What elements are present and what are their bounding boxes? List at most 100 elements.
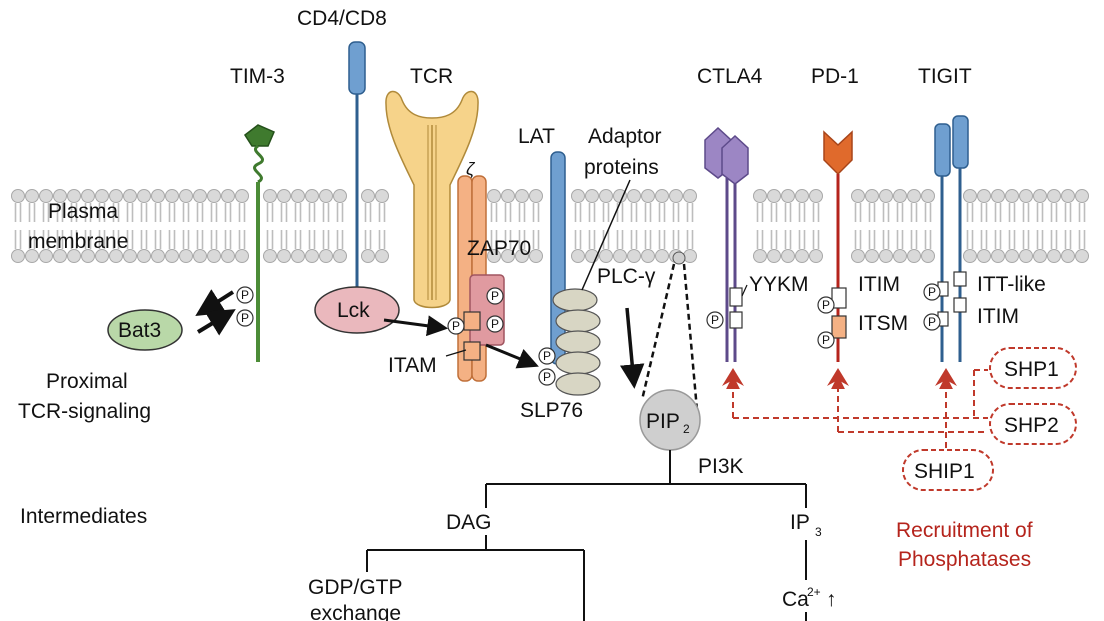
lipid-head	[487, 249, 501, 263]
phospho-site	[486, 287, 504, 305]
proximal-label-line1: Proximal	[46, 370, 128, 393]
itam-leader	[445, 349, 467, 357]
lipid-head	[599, 249, 613, 263]
phospho-site	[447, 317, 465, 335]
lipid-head	[221, 189, 235, 203]
lipid-head	[571, 249, 585, 263]
tigit-recruit-arrowhead	[935, 368, 957, 386]
bat3-label: Bat3	[118, 319, 161, 342]
lipid-head	[809, 189, 823, 203]
lipid-head	[263, 249, 277, 263]
bat3-dissociation-arrow	[195, 289, 235, 317]
lck-label: Lck	[337, 299, 370, 322]
lipid-head	[11, 249, 25, 263]
shp1-label: SHP1	[1004, 358, 1059, 381]
lipid-head	[641, 249, 655, 263]
membrane-label-line2: membrane	[28, 230, 128, 253]
lipid-head	[781, 249, 795, 263]
zap70-to-slp76-arrow	[485, 343, 539, 369]
downstream-tree-lines	[366, 450, 807, 621]
phospho-label: P	[452, 319, 460, 333]
lipid-head	[151, 189, 165, 203]
lipid-head	[879, 189, 893, 203]
lipid-head	[39, 249, 53, 263]
lipid-head	[95, 189, 109, 203]
lipid-head	[907, 189, 921, 203]
lipid-head	[361, 189, 375, 203]
lipid-head	[991, 249, 1005, 263]
tim3-label: TIM-3	[230, 65, 285, 88]
phospho-site	[538, 347, 556, 365]
lipid-head	[319, 189, 333, 203]
lipid-head	[795, 189, 809, 203]
lipid-head	[515, 189, 529, 203]
itam-motif	[463, 311, 481, 331]
phospho-site	[236, 286, 254, 304]
cd4-cd8-label: CD4/CD8	[297, 7, 387, 30]
lipid-head	[291, 249, 305, 263]
lipid-head	[1005, 189, 1019, 203]
lipid-head	[893, 249, 907, 263]
lipid-head	[1061, 189, 1075, 203]
phospho-label: P	[241, 311, 249, 325]
lipid-head	[1033, 189, 1047, 203]
tigit-label: TIGIT	[918, 65, 972, 88]
lipid-head	[977, 189, 991, 203]
pip2-label: PIP	[646, 410, 680, 433]
phospho-site	[923, 313, 941, 331]
lipid-head	[865, 189, 879, 203]
lipid-head	[991, 189, 1005, 203]
intermediates-label: Intermediates	[20, 505, 147, 528]
lipid-head	[795, 249, 809, 263]
lipid-head	[977, 249, 991, 263]
lipid-head	[963, 249, 977, 263]
pd1-receptor	[823, 130, 853, 362]
lipid-head	[137, 189, 151, 203]
lipid-head	[375, 249, 389, 263]
pip2-headgroup	[672, 251, 686, 265]
lipid-head	[599, 189, 613, 203]
lipid-head	[515, 249, 529, 263]
tcr-label: TCR	[410, 65, 453, 88]
lipid-head	[361, 249, 375, 263]
shp2-phosphatase	[989, 403, 1077, 445]
plasma-membrane-bilayer	[11, 189, 1089, 263]
lipid-head	[1033, 249, 1047, 263]
plc-gamma-label: PLC-γ	[597, 265, 656, 288]
lipid-head	[165, 189, 179, 203]
lipid-head	[305, 189, 319, 203]
membrane-label-line1: Plasma	[48, 200, 118, 223]
lipid-head	[851, 189, 865, 203]
gdp-gtp-label-line2: exchange	[310, 602, 401, 621]
lipid-head	[1061, 249, 1075, 263]
lipid-head	[767, 249, 781, 263]
lipid-head	[501, 249, 515, 263]
slp76-label: SLP76	[520, 399, 583, 422]
lipid-head	[529, 189, 543, 203]
itt-like-label: ITT-like	[977, 273, 1046, 296]
lipid-head	[123, 249, 137, 263]
lipid-head	[1075, 249, 1089, 263]
phospho-label: P	[928, 285, 936, 299]
adaptor-proteins-stack	[552, 288, 601, 396]
lipid-head	[235, 249, 249, 263]
phospho-label: P	[822, 298, 830, 312]
lipid-head	[529, 249, 543, 263]
lipid-head	[655, 249, 669, 263]
phospho-site	[236, 309, 254, 327]
lipid-head	[683, 189, 697, 203]
itsm-label: ITSM	[858, 312, 908, 335]
phospho-label: P	[711, 313, 719, 327]
lipid-head	[109, 189, 123, 203]
lipid-head	[53, 249, 67, 263]
lipid-head	[907, 249, 921, 263]
lipid-head	[151, 249, 165, 263]
lipid-head	[851, 249, 865, 263]
lipid-head	[1019, 189, 1033, 203]
lipid-head	[319, 249, 333, 263]
lipid-head	[655, 189, 669, 203]
lipid-head	[627, 189, 641, 203]
lipid-head	[613, 249, 627, 263]
lipid-head	[109, 249, 123, 263]
